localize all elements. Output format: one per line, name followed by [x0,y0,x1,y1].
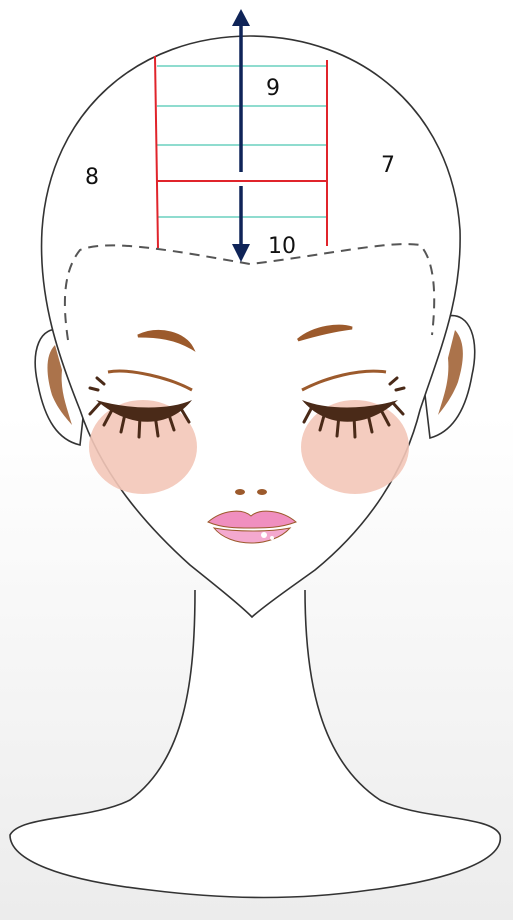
section-label-left: 8 [85,165,99,190]
neck-shoulders-outline [10,590,500,898]
head-outline [42,36,461,617]
section-label-top: 9 [266,76,280,101]
section-label-front: 10 [268,234,296,259]
section-label-right: 7 [381,153,395,178]
